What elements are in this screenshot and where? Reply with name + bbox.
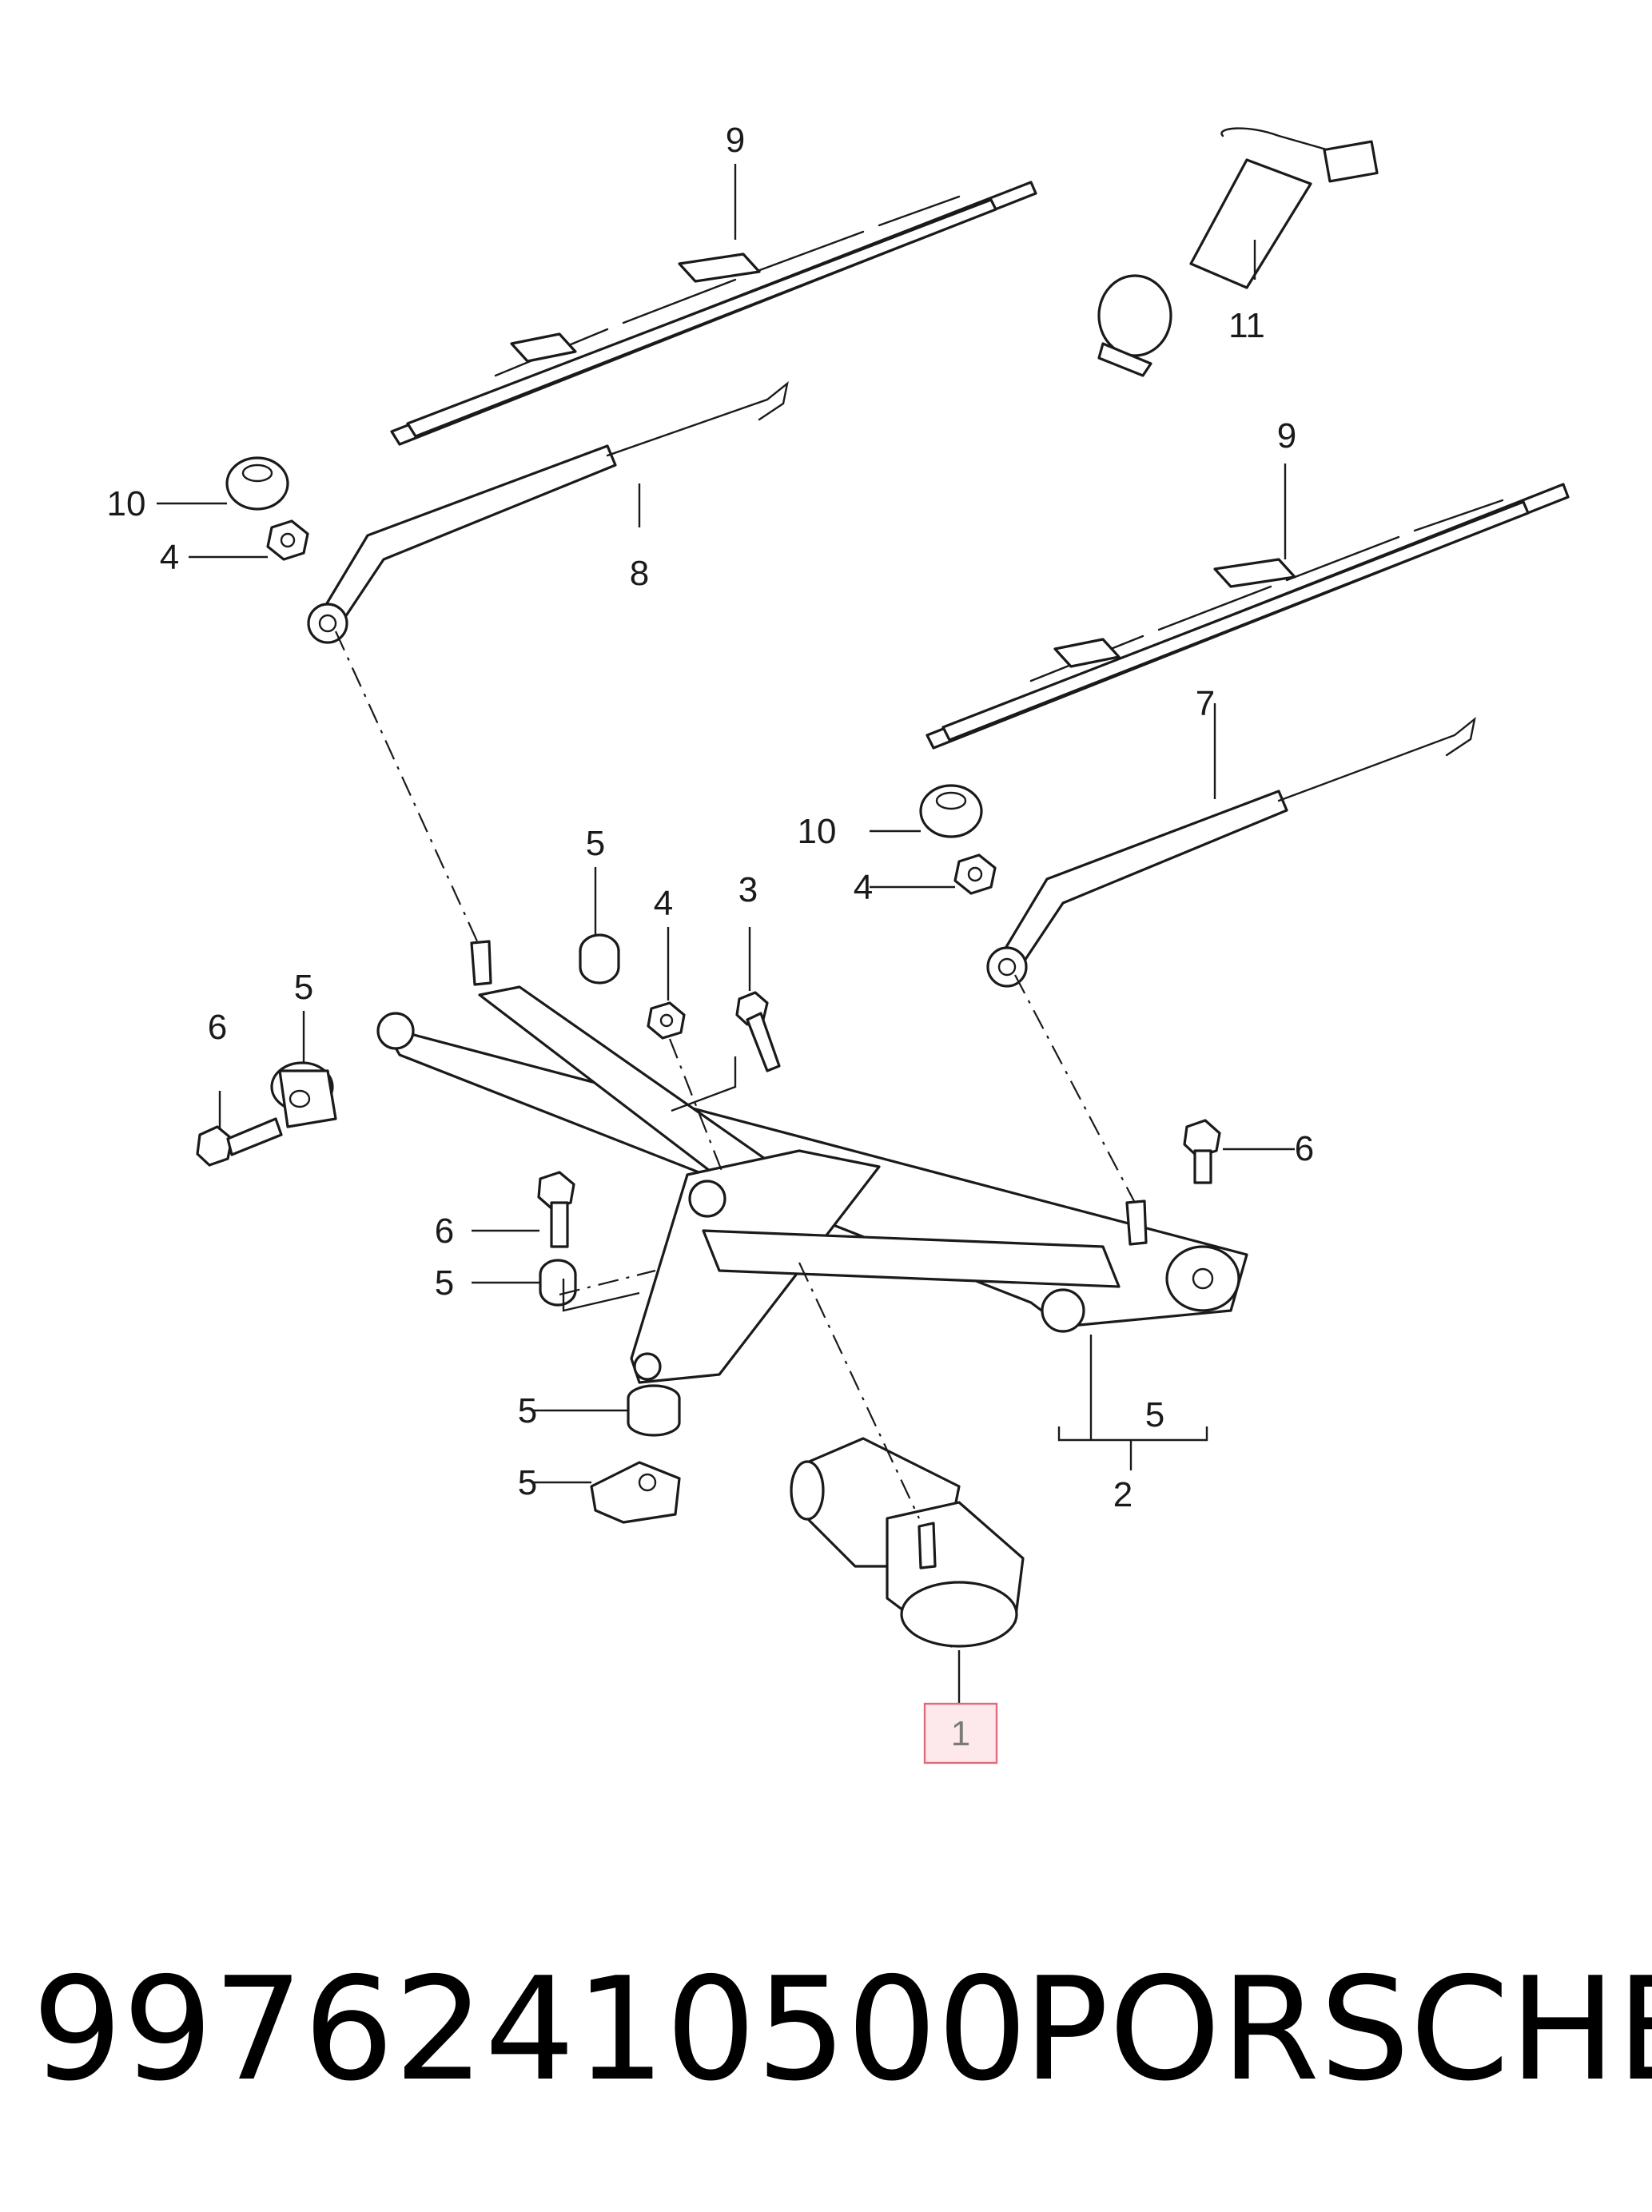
part-caption: 99762410500 PORSCHE [32, 1947, 1652, 2112]
callout-5-left[interactable]: 5 [294, 968, 313, 1007]
rubber-mount-left[interactable] [270, 1061, 337, 1128]
callout-11[interactable]: 11 [1228, 306, 1265, 345]
callout-8[interactable]: 8 [630, 554, 649, 593]
callout-4-right[interactable]: 4 [854, 868, 873, 907]
bushing-top[interactable] [579, 933, 620, 985]
washer-nozzle-assembly[interactable] [1097, 127, 1379, 377]
bolt-center[interactable] [735, 991, 781, 1072]
bolt-left[interactable] [196, 1117, 283, 1167]
callout-5-mount[interactable]: 5 [518, 1391, 537, 1430]
bolt-right[interactable] [1183, 1119, 1221, 1184]
wiper-arm-right[interactable] [986, 717, 1476, 988]
callout-5-lower-left[interactable]: 5 [435, 1263, 454, 1303]
wiper-assembly-diagram: 1 9 11 9 10 4 8 7 10 4 5 4 3 5 6 6 6 5 5… [107, 121, 1570, 1764]
wiper-blade-upper[interactable] [390, 181, 1037, 446]
mounting-clip[interactable] [590, 1461, 681, 1524]
callout-10-left[interactable]: 10 [107, 484, 146, 523]
bushing-lower-left[interactable] [539, 1259, 577, 1307]
part-number: 99762410500 [32, 1947, 1028, 2112]
callout-3[interactable]: 3 [738, 870, 758, 909]
hex-nut-right[interactable] [953, 853, 997, 895]
wiper-arm-left[interactable] [307, 381, 789, 644]
callout-labels: 1 9 11 9 10 4 8 7 10 4 5 4 3 5 6 6 6 5 5… [107, 121, 1314, 1764]
callout-5-clip[interactable]: 5 [518, 1463, 537, 1502]
bolt-lower-left[interactable] [537, 1171, 575, 1248]
callout-6-lower[interactable]: 6 [435, 1211, 454, 1251]
callout-5-top[interactable]: 5 [586, 824, 605, 863]
callout-2[interactable]: 2 [1113, 1475, 1133, 1514]
callout-4-center[interactable]: 4 [654, 884, 673, 923]
wiper-motor[interactable] [790, 1437, 1025, 1648]
callout-9-right[interactable]: 9 [1277, 416, 1296, 456]
wiper-blade-right[interactable] [926, 483, 1570, 750]
hex-nut-left[interactable] [266, 519, 309, 561]
callout-7[interactable]: 7 [1196, 684, 1215, 723]
hex-nut-center[interactable] [647, 1001, 686, 1040]
callout-4-left[interactable]: 4 [160, 538, 179, 577]
callout-5-frame[interactable]: 5 [1145, 1395, 1164, 1434]
nut-cap-left[interactable] [225, 456, 289, 511]
callout-10-right[interactable]: 10 [798, 812, 837, 851]
callout-9-upper[interactable]: 9 [726, 121, 745, 160]
wiper-linkage-frame[interactable] [376, 940, 1248, 1384]
leader-lines [157, 164, 1295, 1704]
rubber-mount-lower[interactable] [627, 1384, 681, 1437]
callout-1-highlight [923, 1702, 998, 1764]
brand-name: PORSCHE [1023, 1947, 1652, 2112]
assembly-axis-lines [334, 631, 1136, 1519]
callout-6-left[interactable]: 6 [208, 1008, 227, 1047]
callout-6-right[interactable]: 6 [1295, 1129, 1314, 1168]
nut-cap-right[interactable] [919, 784, 983, 838]
callout-1[interactable]: 1 [951, 1714, 970, 1753]
